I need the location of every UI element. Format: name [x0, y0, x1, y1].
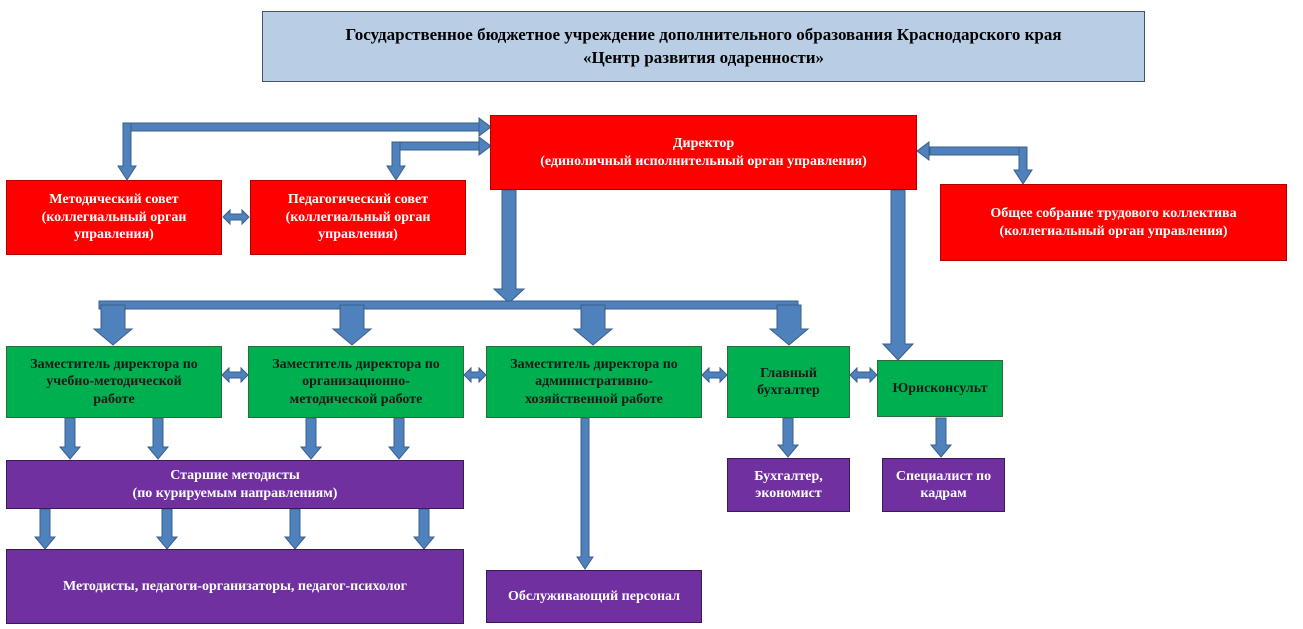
arrow-director-methodical-head-right: [478, 117, 492, 137]
director-box: Директор (единоличный исполнительный орг…: [490, 115, 917, 190]
deputy-administrative-line1: Заместитель директора по: [510, 356, 678, 372]
arrow-director-general-head-left: [916, 141, 930, 161]
methodical-council-label: Методический совет: [49, 192, 179, 208]
arrow-director-lawyer: [881, 189, 915, 361]
deputy-administrative-line3: хозяйственной работе: [525, 391, 663, 407]
pedagogical-council-label: Педагогический совет: [287, 192, 429, 208]
general-meeting-desc: (коллегиальный орган управления): [999, 223, 1228, 239]
deputy-organizational-line2: организационно-: [302, 374, 410, 390]
arrow-deputy-edu-org: [221, 366, 249, 384]
accountant-economist-box: Бухгалтер, экономист: [727, 458, 850, 512]
arrow-deputy-org-admin: [463, 366, 487, 384]
deputy-educational-line3: работе: [93, 391, 135, 407]
deputy-educational-box: Заместитель директора по учебно-методиче…: [6, 346, 222, 418]
general-meeting-box: Общее собрание трудового коллектива (кол…: [940, 184, 1287, 261]
arrow-to-deputy-administrative: [572, 304, 614, 346]
arrow-director-general-shaft-h: [929, 146, 1024, 156]
arrow-deputies-horizontal-bar: [98, 300, 799, 310]
hr-line2: кадрам: [920, 486, 967, 501]
arrow-director-general-down: [1013, 146, 1033, 185]
senior-methodists-desc: (по курируемым направлениям): [132, 485, 338, 501]
arrow-senior-methodists-1: [33, 508, 57, 550]
arrow-methodical-pedagogical: [222, 208, 250, 226]
deputy-administrative-line2: административно-: [535, 374, 653, 390]
service-staff-box: Обслуживающий персонал: [486, 570, 702, 623]
organization-title: Государственное бюджетное учреждение доп…: [262, 11, 1145, 82]
arrow-senior-methodists-4: [412, 508, 436, 550]
director-description: (единоличный исполнительный орган управл…: [540, 153, 867, 169]
arrow-accountant-lawyer: [849, 366, 878, 384]
senior-methodists-label: Старшие методисты: [170, 468, 300, 483]
arrow-to-deputy-organizational: [331, 304, 373, 346]
arrow-director-pedagogical-down: [386, 141, 406, 181]
arrow-org-senior-1: [299, 417, 323, 460]
arrow-director-methodical-shaft-h: [122, 122, 481, 132]
service-staff-label: Обслуживающий персонал: [507, 588, 681, 604]
arrow-director-pedagogical-head-right: [478, 136, 492, 156]
arrow-to-deputy-educational: [92, 304, 134, 346]
methodical-council-box: Методический совет (коллегиальный орган …: [6, 180, 222, 255]
arrow-edu-senior-2: [146, 417, 170, 460]
arrow-director-methodical-down: [117, 122, 137, 181]
deputy-educational-line1: Заместитель директора по: [30, 356, 198, 372]
hr-specialist-box: Специалист по кадрам: [882, 458, 1005, 512]
methodical-council-desc1: (коллегиальный орган: [41, 209, 187, 225]
deputy-organizational-line1: Заместитель директора по: [272, 356, 440, 372]
chief-accountant-line2: бухгалтер: [757, 383, 820, 398]
deputy-organizational-box: Заместитель директора по организационно-…: [248, 346, 464, 418]
lawyer-label: Юрисконсульт: [892, 380, 988, 396]
arrow-senior-methodists-2: [155, 508, 179, 550]
arrow-director-deputies-trunk: [492, 189, 526, 304]
senior-methodists-box: Старшие методисты (по курируемым направл…: [6, 460, 464, 509]
methodists-label: Методисты, педагоги-организаторы, педаго…: [63, 578, 407, 594]
arrow-chief-accountant-staff: [776, 417, 800, 458]
chief-accountant-box: Главный бухгалтер: [727, 346, 850, 418]
arrow-admin-service: [576, 417, 594, 570]
arrow-edu-senior-1: [58, 417, 82, 460]
director-label: Директор: [672, 136, 735, 151]
arrow-org-senior-2: [387, 417, 411, 460]
general-meeting-label: Общее собрание трудового коллектива: [990, 206, 1237, 221]
deputy-organizational-line3: методической работе: [289, 391, 423, 407]
arrow-director-pedagogical-shaft-h: [391, 141, 481, 151]
accountant-line2: экономист: [755, 486, 822, 501]
arrow-deputy-admin-accountant: [701, 366, 728, 384]
organization-title-line2: «Центр развития одаренности»: [582, 47, 825, 67]
deputy-administrative-box: Заместитель директора по административно…: [486, 346, 702, 418]
methodical-council-desc2: управления): [74, 227, 154, 243]
pedagogical-council-box: Педагогический совет (коллегиальный орга…: [250, 180, 466, 255]
lawyer-box: Юрисконсульт: [877, 360, 1003, 417]
chief-accountant-line1: Главный: [760, 365, 817, 381]
methodists-box: Методисты, педагоги-организаторы, педаго…: [6, 549, 464, 624]
hr-line1: Специалист по: [895, 468, 992, 484]
arrow-to-chief-accountant: [768, 304, 810, 346]
deputy-educational-line2: учебно-методической: [46, 374, 182, 390]
organization-title-line1: Государственное бюджетное учреждение доп…: [345, 24, 1062, 44]
arrow-lawyer-hr: [929, 417, 953, 458]
pedagogical-council-desc2: управления): [318, 227, 398, 243]
arrow-senior-methodists-3: [283, 508, 307, 550]
accountant-line1: Бухгалтер,: [754, 468, 823, 484]
pedagogical-council-desc1: (коллегиальный орган: [285, 209, 431, 225]
